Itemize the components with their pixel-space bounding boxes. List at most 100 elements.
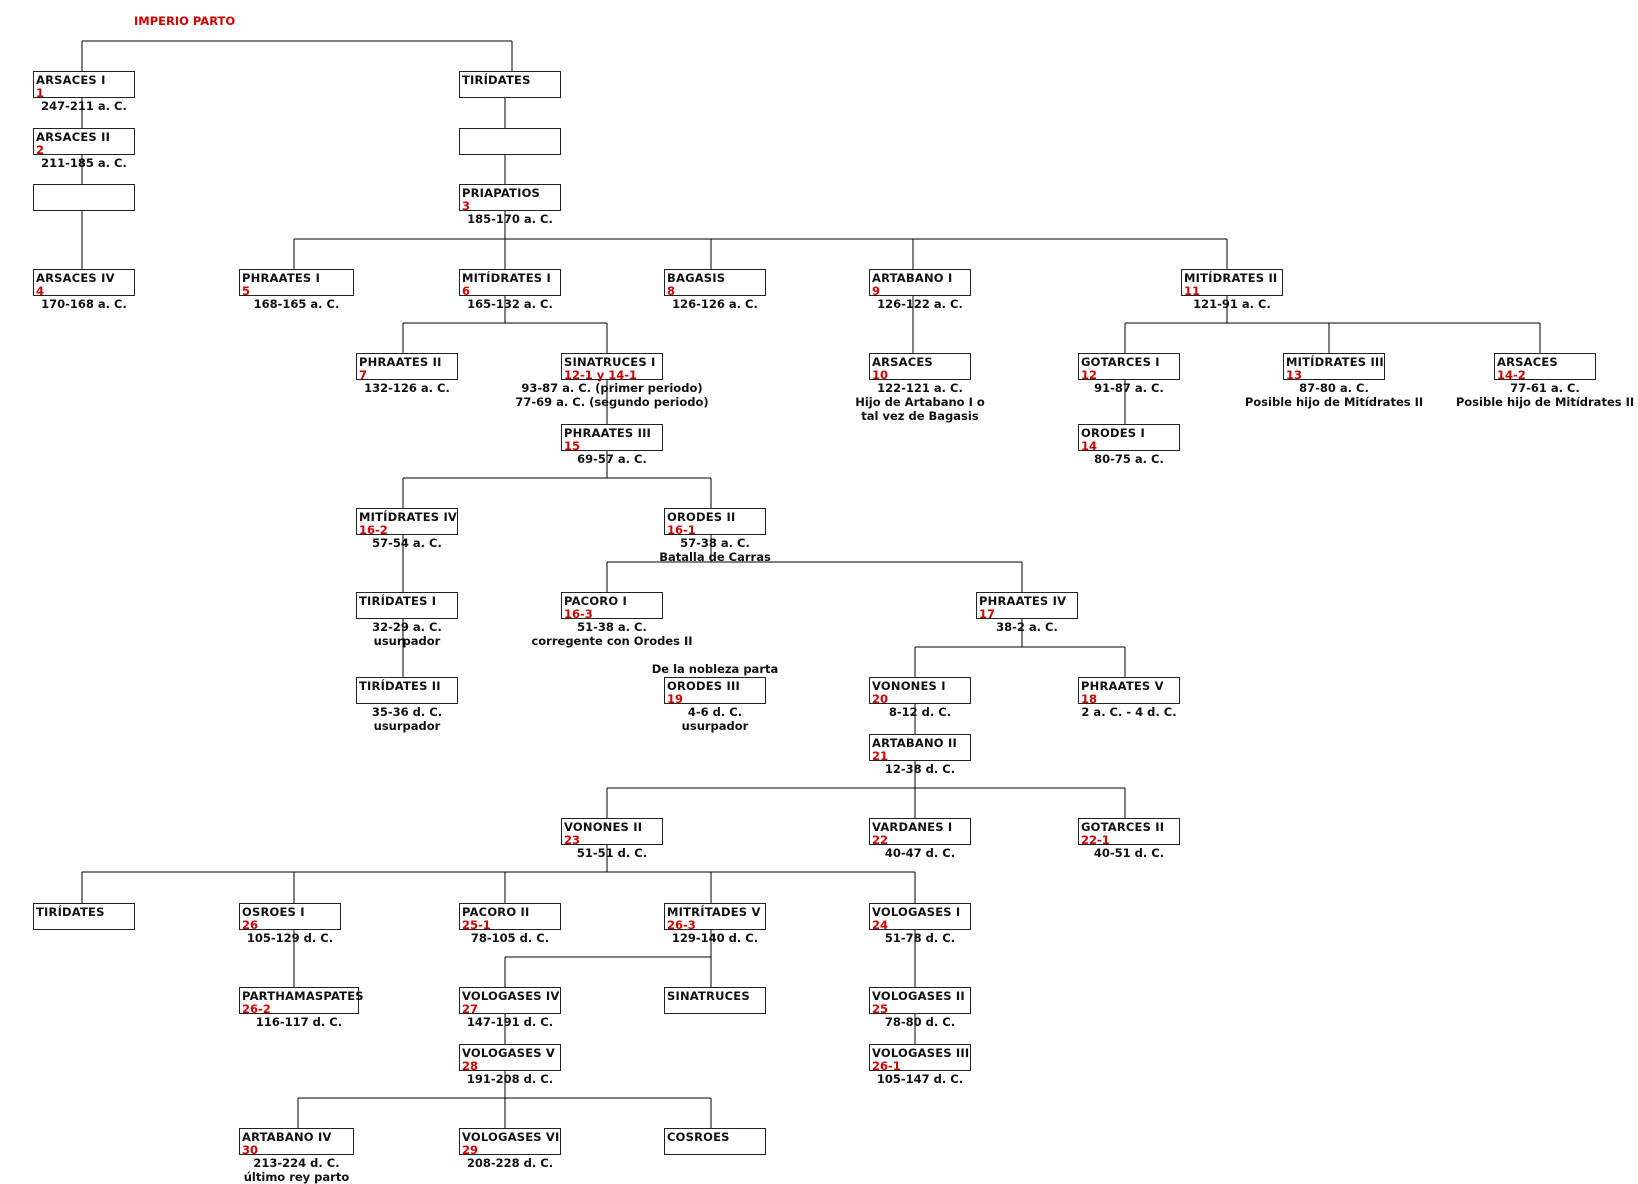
node-sinatruces: SINATRUCES [664,987,766,1014]
node-number: 18 [1081,692,1098,706]
node-note: De la nobleza parta [651,662,779,676]
caption-line: 211-185 a. C. [41,156,127,170]
caption-line: 51-78 d. C. [884,931,956,945]
node-name: PARTHAMASPATES [242,989,364,1003]
node-name: ARSACES II [36,130,111,144]
node-caption: 78-105 d. C. [471,931,549,945]
node-number: 10 [872,368,889,382]
caption-line: 4-6 d. C. [687,705,743,719]
node-number: 15 [564,439,581,453]
caption-line: 12-38 d. C. [884,762,956,776]
node-name: PACORO I [564,594,628,608]
node-caption: 78-80 d. C. [885,1015,955,1029]
node-caption: 147-191 d. C. [467,1015,553,1029]
node-number: 26 [242,918,259,932]
node-name: ORODES II [667,510,736,524]
node-name: PACORO II [462,905,530,919]
caption-line: 77-61 a. C. [1510,381,1580,395]
node-number: 28 [462,1059,479,1073]
node-blankT [459,128,561,155]
node-caption: 170-168 a. C. [41,297,127,311]
caption-line: 78-105 d. C. [470,931,550,945]
node-number: 30 [242,1143,259,1157]
node-name: ARSACES [1497,355,1558,369]
caption-line: usurpador [681,719,749,733]
caption-line: 165-132 a. C. [467,297,553,311]
node-caption: 165-132 a. C. [467,297,553,311]
node-caption: 40-47 d. C. [885,846,955,860]
node-name: MITÍDRATES II [1184,271,1278,285]
caption-line: 35-36 d. C. [371,705,443,719]
node-caption: 126-126 a. C. [672,297,758,311]
node-name: MITRÍTADES V [667,905,761,919]
node-name: ARSACES IV [36,271,115,285]
caption-line: 57-38 a. C. [680,536,750,550]
node-name: ARTABANO II [872,736,957,750]
node-caption: 213-224 d. C.último rey parto [244,1156,350,1184]
node-number: 22 [872,833,889,847]
caption-line: Hijo de Artabano I o [855,395,985,409]
node-caption: 57-54 a. C. [372,536,442,550]
node-name: ARTABANO I [872,271,953,285]
node-caption: 35-36 d. C.usurpador [372,705,442,733]
node-name: VOLOGASES V [462,1046,556,1060]
node-name: VOLOGASES III [872,1046,970,1060]
caption-line: 116-117 d. C. [255,1015,343,1029]
node-name: VOLOGASES II [872,989,965,1003]
caption-line: 147-191 d. C. [466,1015,554,1029]
node-name: COSROES [667,1130,730,1144]
node-caption: 121-91 a. C. [1193,297,1271,311]
caption-line: 38-2 a. C. [996,620,1058,634]
node-caption: 4-6 d. C.usurpador [682,705,749,733]
node-caption: 126-122 a. C. [877,297,963,311]
node-number: 3 [462,199,471,213]
node-name: GOTARCES II [1081,820,1165,834]
diagram-title: IMPERIO PARTO [134,14,236,28]
node-number: 6 [462,284,471,298]
node-number: 2 [36,143,45,157]
caption-line: 213-224 d. C. [253,1156,340,1170]
caption-line: 32-29 a. C. [372,620,442,634]
node-caption: 12-38 d. C. [885,762,955,776]
node-number: 29 [462,1143,479,1157]
caption-line: 57-54 a. C. [372,536,442,550]
caption-line: Posible hijo de Mitídrates II [1244,395,1424,409]
caption-line: 126-126 a. C. [672,297,758,311]
node-caption: 105-129 d. C. [247,931,333,945]
node-caption: 168-165 a. C. [254,297,340,311]
caption-line: corregente con Orodes II [531,634,693,648]
node-number: 23 [564,833,581,847]
node-caption: 69-57 a. C. [577,452,647,466]
caption-line: 51-51 d. C. [576,846,648,860]
node-number: 21 [872,749,889,763]
node-number: 19 [667,692,684,706]
node-number: 22-1 [1081,833,1110,847]
node-number: 5 [242,284,251,298]
caption-line: 80-75 a. C. [1094,452,1164,466]
node-number: 26-1 [872,1059,901,1073]
node-tiridates0: TIRÍDATES [459,71,561,98]
node-caption: 51-78 d. C. [885,931,955,945]
node-number: 9 [872,284,881,298]
